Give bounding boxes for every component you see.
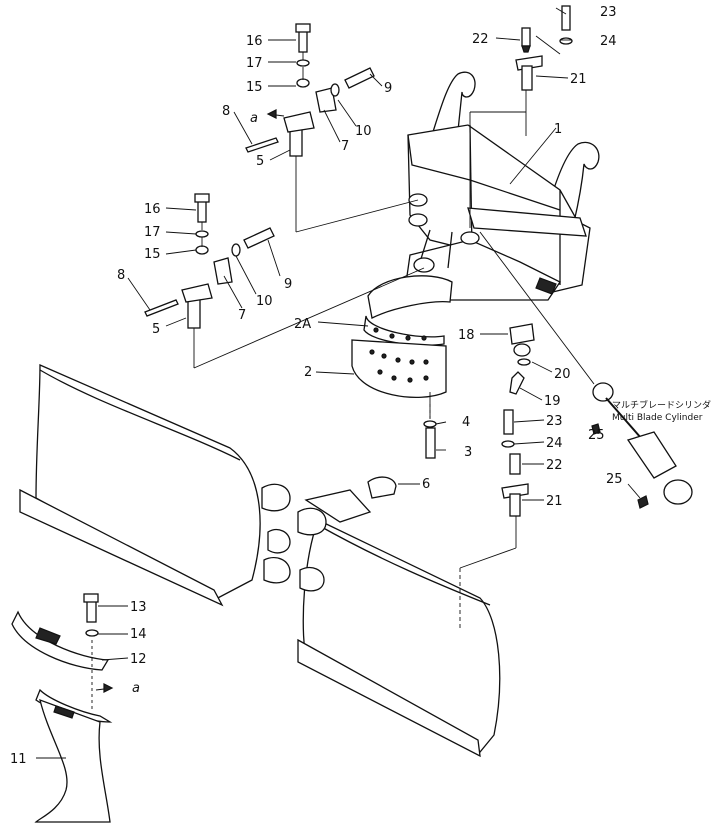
callout-21-upper: 21: [570, 72, 587, 87]
view-marker-a-lower: a: [132, 681, 140, 696]
callout-18: 18: [458, 328, 475, 343]
callout-19: 19: [544, 394, 561, 409]
callout-17-upper: 17: [246, 56, 263, 71]
callout-20: 20: [554, 367, 571, 382]
leader-lines: [36, 7, 641, 759]
callout-25-lower: 25: [606, 472, 623, 487]
callout-2: 2: [304, 365, 312, 380]
callout-24-lower: 24: [546, 436, 563, 451]
callout-15-upper: 15: [246, 80, 263, 95]
callout-16-lower: 16: [144, 202, 161, 217]
circle-ring: [351, 275, 453, 398]
main-frame: [404, 71, 600, 301]
callout-13: 13: [130, 600, 147, 615]
callout-22-upper: 22: [472, 32, 489, 47]
lower-pin-assembly: [144, 193, 275, 329]
callout-8-upper: 8: [222, 104, 230, 119]
upper-pin-assembly: [245, 23, 375, 157]
callout-3: 3: [464, 445, 472, 460]
view-marker-a-upper: a: [250, 111, 258, 126]
right-blade: [297, 489, 501, 758]
center-hardware: [367, 323, 535, 517]
right-top-pins: [515, 5, 573, 91]
cylinder-label-english: Multi Blade Cylinder: [612, 413, 703, 423]
callout-4: 4: [462, 415, 470, 430]
callout-6: 6: [422, 477, 430, 492]
left-blade: [19, 364, 291, 607]
callout-23-lower: 23: [546, 414, 563, 429]
callout-21-lower: 21: [546, 494, 563, 509]
callout-8-lower: 8: [117, 268, 125, 283]
callout-23-upper: 23: [600, 5, 617, 20]
callout-labels: 1 2 2A 3 4 5 5 6 7 7 8 8 9 9 10 10 11 12…: [10, 5, 711, 767]
callout-15-lower: 15: [144, 247, 161, 262]
callout-22-lower: 22: [546, 458, 563, 473]
callout-11: 11: [10, 752, 27, 767]
callout-9-lower: 9: [284, 277, 292, 292]
callout-5-lower: 5: [152, 322, 160, 337]
callout-17-lower: 17: [144, 225, 161, 240]
callout-5-upper: 5: [256, 154, 264, 169]
callout-14: 14: [130, 627, 147, 642]
reference-lines: [91, 35, 561, 710]
cylinder-label-japanese: マルチブレードシリンダ: [612, 399, 711, 411]
callout-7-lower: 7: [238, 308, 246, 323]
callout-7-upper: 7: [341, 139, 349, 154]
callout-10-lower: 10: [256, 294, 273, 309]
callout-12: 12: [130, 652, 147, 667]
callout-16-upper: 16: [246, 34, 263, 49]
callout-1: 1: [554, 122, 562, 137]
callout-25-upper: 25: [588, 428, 605, 443]
blade-end-bit: [11, 593, 113, 823]
callout-9-upper: 9: [384, 81, 392, 96]
callout-24-upper: 24: [600, 34, 617, 49]
callout-10-upper: 10: [355, 124, 372, 139]
callout-2a: 2A: [294, 317, 311, 332]
